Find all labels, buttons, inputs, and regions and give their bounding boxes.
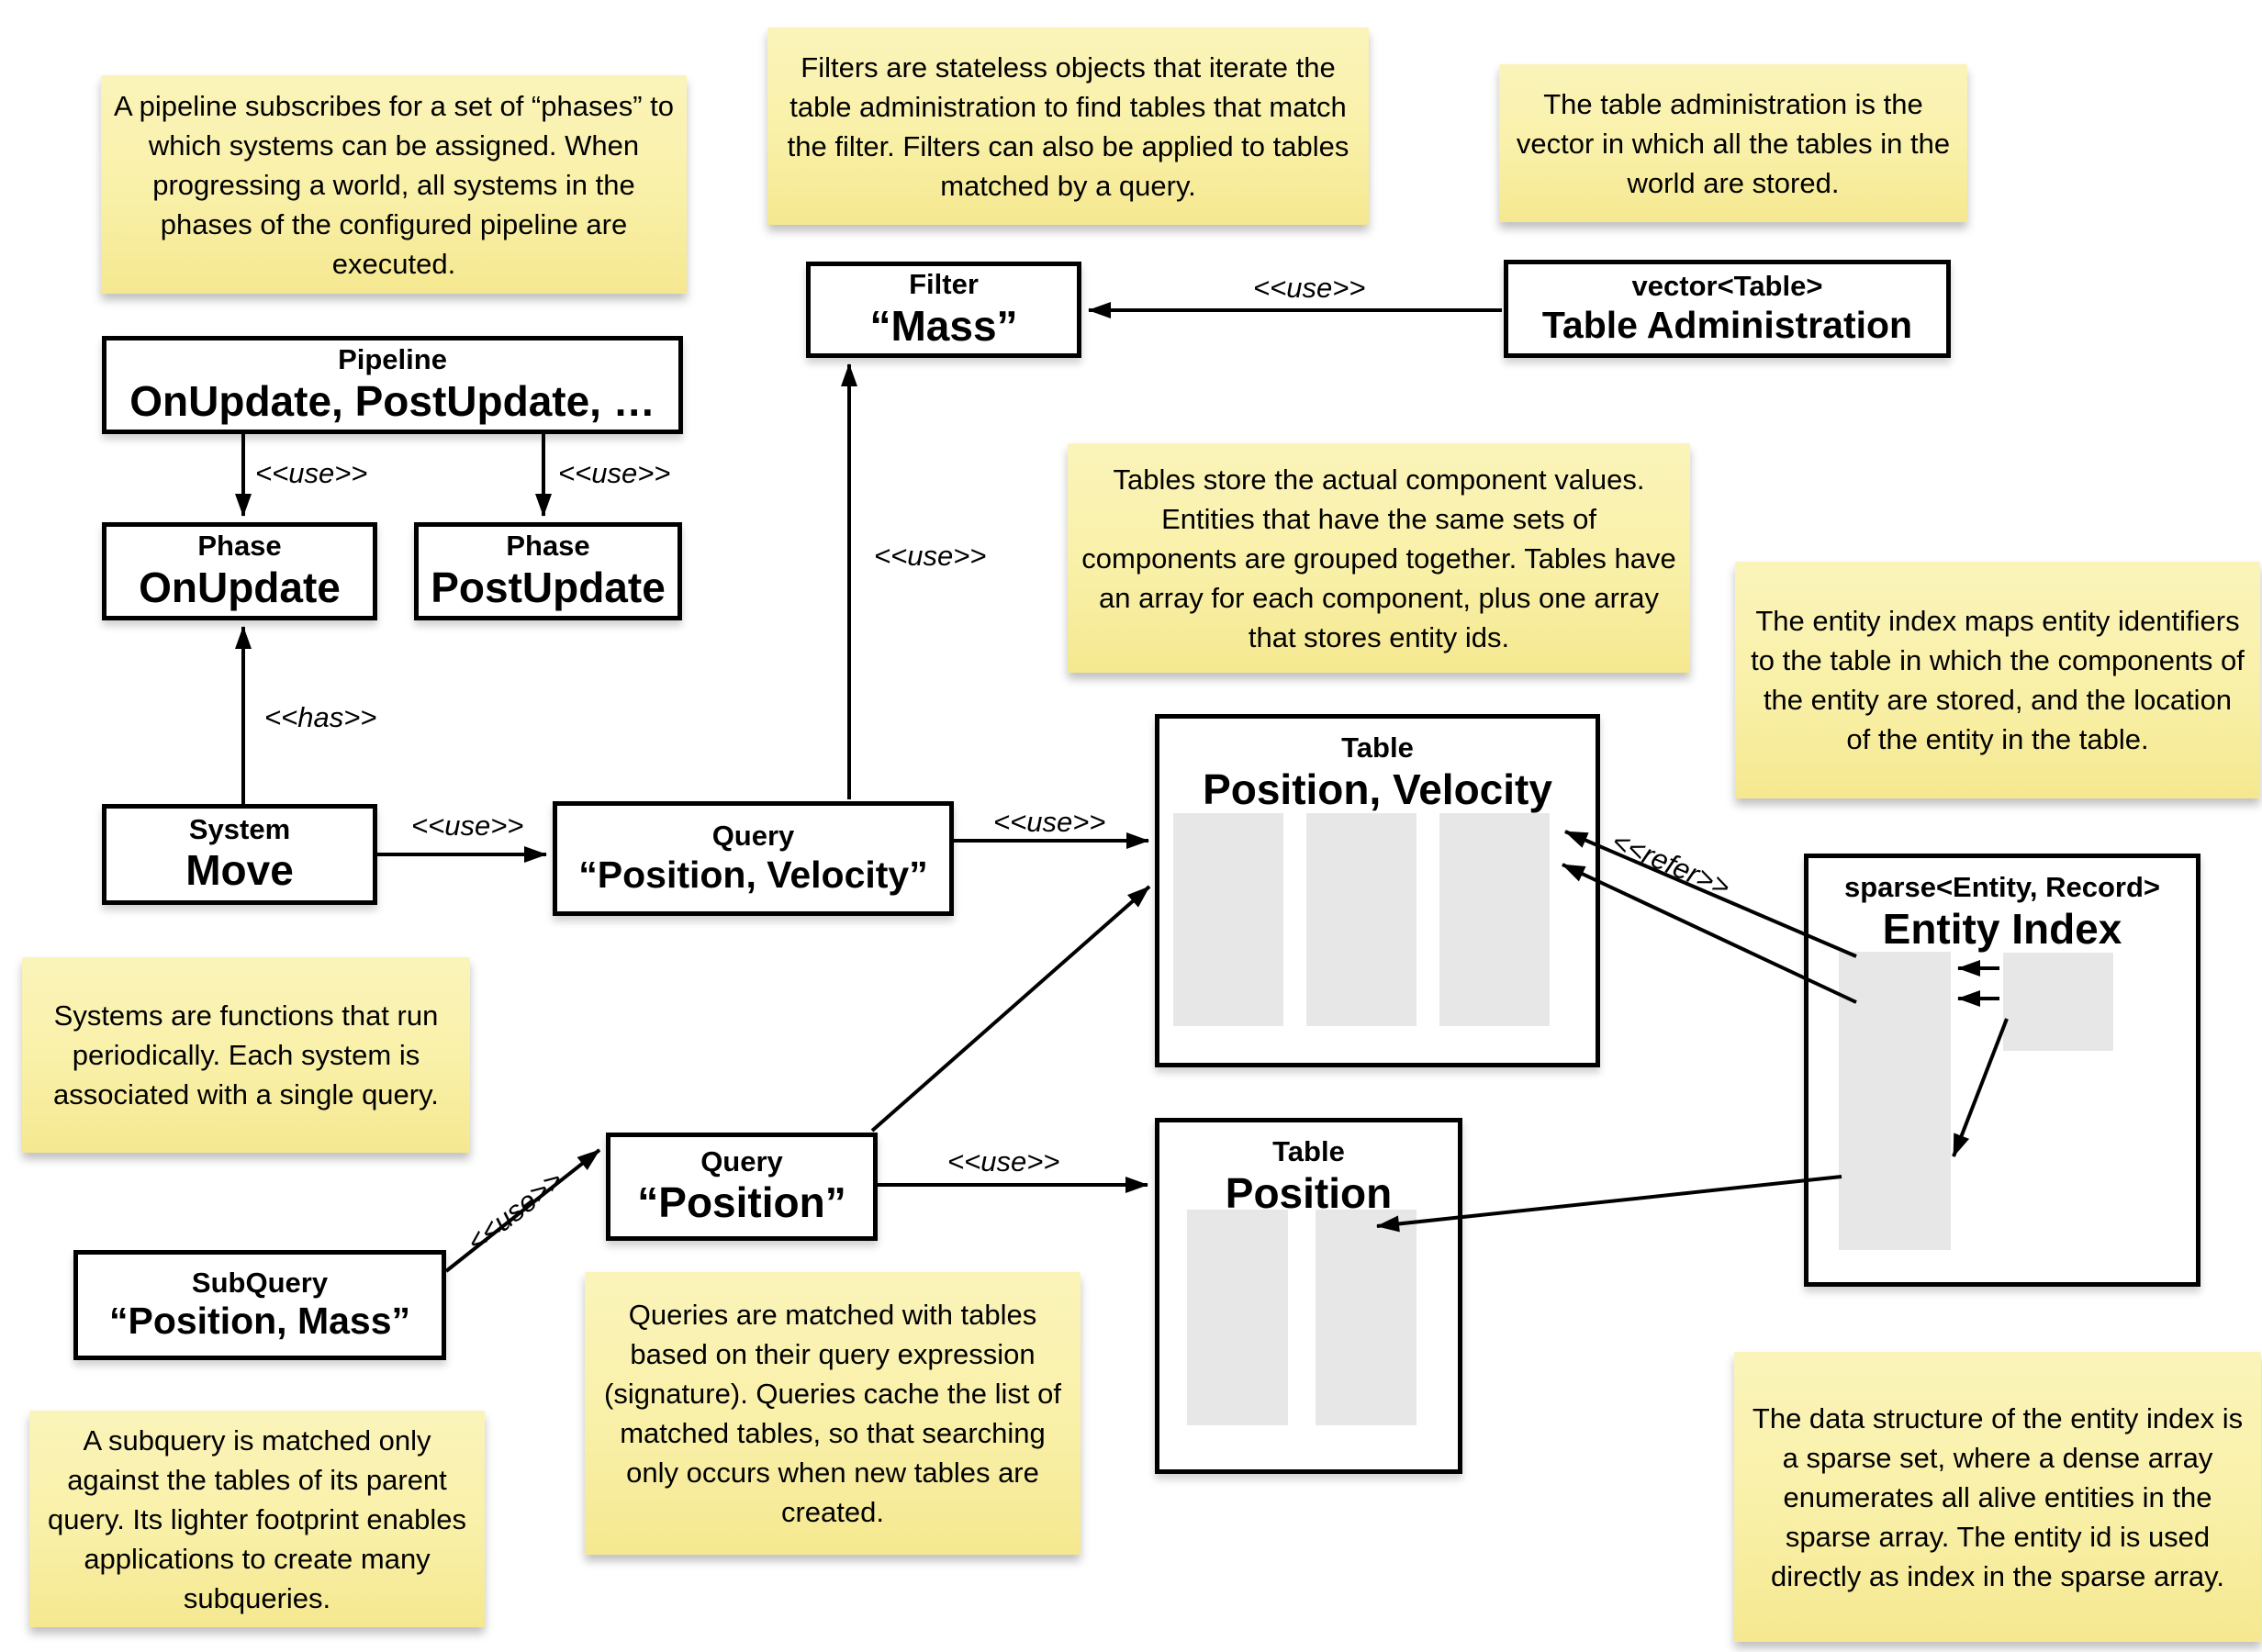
node-system-move: System Move [102, 804, 377, 905]
node-phase-postupdate: Phase PostUpdate [414, 522, 682, 620]
node-query-position-title: Query [700, 1144, 783, 1178]
node-phase-onupdate-value: OnUpdate [139, 563, 341, 611]
node-phase-onupdate: Phase OnUpdate [102, 522, 377, 620]
node-system-move-title: System [188, 812, 291, 845]
stereotype-use-pipeline-onupdate: <<use>> [255, 457, 368, 489]
node-filter-mass-title: Filter [909, 268, 979, 301]
stereotype-use-query-tablepv: <<use>> [993, 806, 1106, 838]
node-table-administration-title: vector<Table> [1631, 270, 1823, 303]
node-phase-postupdate-title: Phase [506, 530, 590, 563]
stereotype-has-system-phase: <<has>> [264, 701, 377, 733]
node-subquery-title: SubQuery [191, 1266, 329, 1299]
dense-array-block [2003, 953, 2113, 1051]
node-table-position-title: Table [1272, 1135, 1345, 1167]
node-query-position-velocity-title: Query [711, 820, 795, 853]
node-filter-mass-value: “Mass” [869, 301, 1018, 350]
node-filter-mass: Filter “Mass” [806, 262, 1081, 358]
node-query-position-value: “Position” [637, 1178, 846, 1227]
node-phase-onupdate-title: Phase [197, 530, 282, 563]
node-subquery: SubQuery “Position, Mass” [73, 1250, 446, 1360]
node-entity-index-value: Entity Index [1882, 904, 2122, 953]
node-table-position-value: Position [1225, 1168, 1393, 1217]
stereotype-use-query-tablepos: <<use>> [947, 1145, 1060, 1178]
node-phase-postupdate-value: PostUpdate [431, 563, 666, 611]
note-sparse-set: The data structure of the entity index i… [1734, 1352, 2261, 1642]
stereotype-use-subquery-query: <<use>> [460, 1164, 569, 1259]
stereotype-use-system-query: <<use>> [411, 809, 524, 842]
node-entity-index-title: sparse<Entity, Record> [1843, 871, 2160, 903]
node-query-position-velocity-value: “Position, Velocity” [578, 853, 928, 896]
component-array-column [1187, 1210, 1288, 1425]
node-system-move-value: Move [185, 846, 294, 895]
stereotype-use-pipeline-postupdate: <<use>> [558, 457, 671, 489]
component-array-column [1173, 813, 1283, 1026]
note-queries: Queries are matched with tables based on… [585, 1272, 1081, 1555]
component-array-column [1306, 813, 1417, 1026]
node-pipeline: Pipeline OnUpdate, PostUpdate, … [102, 336, 683, 434]
node-query-position: Query “Position” [606, 1133, 878, 1241]
note-entity-index: The entity index maps entity identifiers… [1735, 562, 2260, 798]
stereotype-refer-entityindex-table: <<refer>> [1607, 824, 1735, 904]
node-table-position-velocity-value: Position, Velocity [1203, 765, 1552, 813]
component-array-column [1316, 1210, 1417, 1425]
sparse-array-column [1839, 952, 1951, 1250]
component-array-column [1439, 813, 1550, 1026]
note-pipeline: A pipeline subscribes for a set of “phas… [101, 75, 687, 294]
node-table-position-velocity: Table Position, Velocity [1155, 714, 1600, 1067]
node-subquery-value: “Position, Mass” [108, 1300, 411, 1343]
node-pipeline-title: Pipeline [338, 343, 447, 376]
stereotype-use-query-filter: <<use>> [874, 540, 987, 572]
note-subquery: A subquery is matched only against the t… [29, 1411, 485, 1627]
node-table-administration: vector<Table> Table Administration [1504, 260, 1951, 358]
note-tables: Tables store the actual component values… [1068, 443, 1690, 673]
node-table-position-velocity-title: Table [1341, 731, 1414, 764]
note-filters: Filters are stateless objects that itera… [767, 28, 1369, 225]
note-table-administration: The table administration is the vector i… [1499, 64, 1967, 222]
node-table-administration-value: Table Administration [1541, 303, 1913, 346]
stereotype-use-admin-filter: <<use>> [1253, 272, 1366, 304]
note-systems: Systems are functions that run periodica… [22, 957, 470, 1153]
node-pipeline-value: OnUpdate, PostUpdate, … [129, 376, 655, 425]
